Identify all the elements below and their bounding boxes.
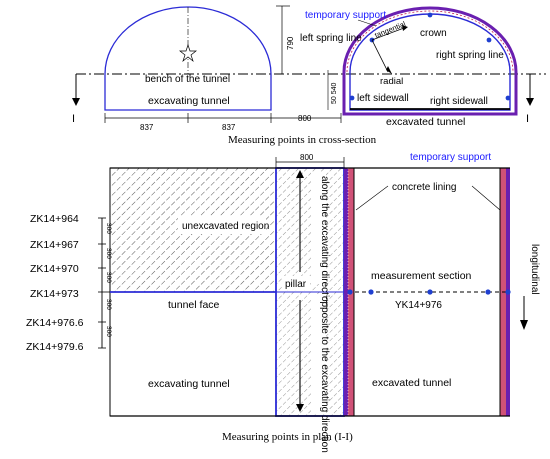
excavating-tunnel-label: excavating tunnel (148, 95, 230, 107)
plan-excavated-tunnel-label: excavated tunnel (372, 377, 451, 389)
spacing-label-1: 300 (105, 223, 112, 234)
plan-excavating-tunnel (109, 291, 277, 417)
section-mark-left: I (72, 113, 75, 125)
radial-arrow (371, 39, 389, 73)
left-sidewall-label: left sidewall (357, 93, 409, 104)
pillar-label-bg (282, 276, 310, 290)
dim-height-label: 790 (286, 36, 295, 50)
section-station-label: YK14+976 (395, 300, 442, 311)
crown-label: crown (420, 28, 447, 39)
section-arrowhead-right (526, 98, 534, 106)
plan-temporary-support-left (344, 168, 348, 416)
concrete-lining-label: concrete lining (392, 182, 456, 193)
plan-temporary-support-label: temporary support (410, 152, 491, 163)
excavating-tunnel-outline (104, 74, 272, 111)
radial-label: radial (380, 76, 403, 87)
plan-point-3 (427, 289, 433, 295)
measurement-section-label: measurement section (371, 270, 472, 282)
plan-point-4 (485, 289, 491, 295)
lining-hatch-arc (346, 10, 514, 73)
station-label-2: ZK14+967 (30, 239, 79, 251)
radial-arrowhead (386, 66, 392, 74)
spacing-label-4: 300 (105, 299, 112, 310)
plan-point-2 (368, 289, 374, 295)
lining-leader-right (471, 185, 501, 211)
tunnel-face-label: tunnel face (168, 299, 220, 311)
opposite-direction-label: opposite to the excavating direction (319, 296, 330, 453)
longitudinal-arrowhead (520, 320, 528, 330)
left-sidewall-point (349, 95, 355, 101)
dim-right-label: 837 (222, 123, 236, 132)
temporary-support-walls (342, 72, 518, 116)
plan-top-dim-label: 800 (300, 153, 314, 162)
plan-excavating-tunnel-label: excavating tunnel (148, 378, 230, 390)
plan-caption: Measuring points in plan (I-I) (222, 431, 353, 443)
right-spring-point (486, 37, 492, 43)
cross-section-caption: Measuring points in cross-section (228, 134, 377, 146)
excavated-dim-label: 50 540 (331, 82, 338, 104)
right-sidewall-point (505, 95, 511, 101)
right-spring-line-label: right spring line (436, 50, 504, 61)
crown-point (427, 12, 433, 18)
tangential-arrow (371, 27, 405, 41)
section-temporary-support-label: temporary support (305, 10, 386, 21)
spacing-label-5: 300 (105, 326, 112, 337)
tangential-arrowhead (402, 25, 408, 31)
plan-point-1 (347, 289, 353, 295)
opposite-direction-arrowhead (296, 404, 304, 412)
center-star-icon (179, 43, 197, 63)
right-sidewall-label: right sidewall (430, 96, 488, 107)
bench-label: bench of the tunnel (145, 74, 230, 85)
along-direction-arrowhead (296, 170, 304, 178)
station-label-5: ZK14+976.6 (26, 317, 84, 329)
temporary-support-arch (342, 6, 518, 73)
excavated-tunnel-label: excavated tunnel (386, 116, 465, 128)
spacing-label-3: 300 (105, 272, 112, 283)
along-direction-label: along the excavating direction (319, 176, 330, 308)
gap-dim-label: 800 (298, 114, 312, 123)
lining-leader-left (355, 185, 389, 211)
station-label-3: ZK14+970 (30, 263, 79, 275)
dim-left-label: 837 (140, 123, 154, 132)
station-label-4: ZK14+973 (30, 288, 79, 300)
pillar-label: pillar (285, 279, 307, 290)
section-arrowhead-left (72, 98, 80, 106)
excavated-lining-walls (349, 72, 511, 111)
longitudinal-label: longitudinal (529, 244, 540, 295)
section-mark-right: I (526, 113, 529, 125)
station-label-6: ZK14+979.6 (26, 341, 84, 353)
left-spring-line-label: left spring line (300, 33, 362, 44)
plan-point-5 (505, 289, 511, 295)
station-label-1: ZK14+964 (30, 213, 79, 225)
support-leader (357, 19, 377, 27)
unexcavated-label: unexcavated region (182, 221, 269, 232)
along-direction-label-bg (311, 172, 326, 284)
unexcavated-label-bg (178, 216, 266, 234)
opposite-direction-label-bg (311, 294, 326, 414)
spacing-label-2: 300 (105, 248, 112, 259)
